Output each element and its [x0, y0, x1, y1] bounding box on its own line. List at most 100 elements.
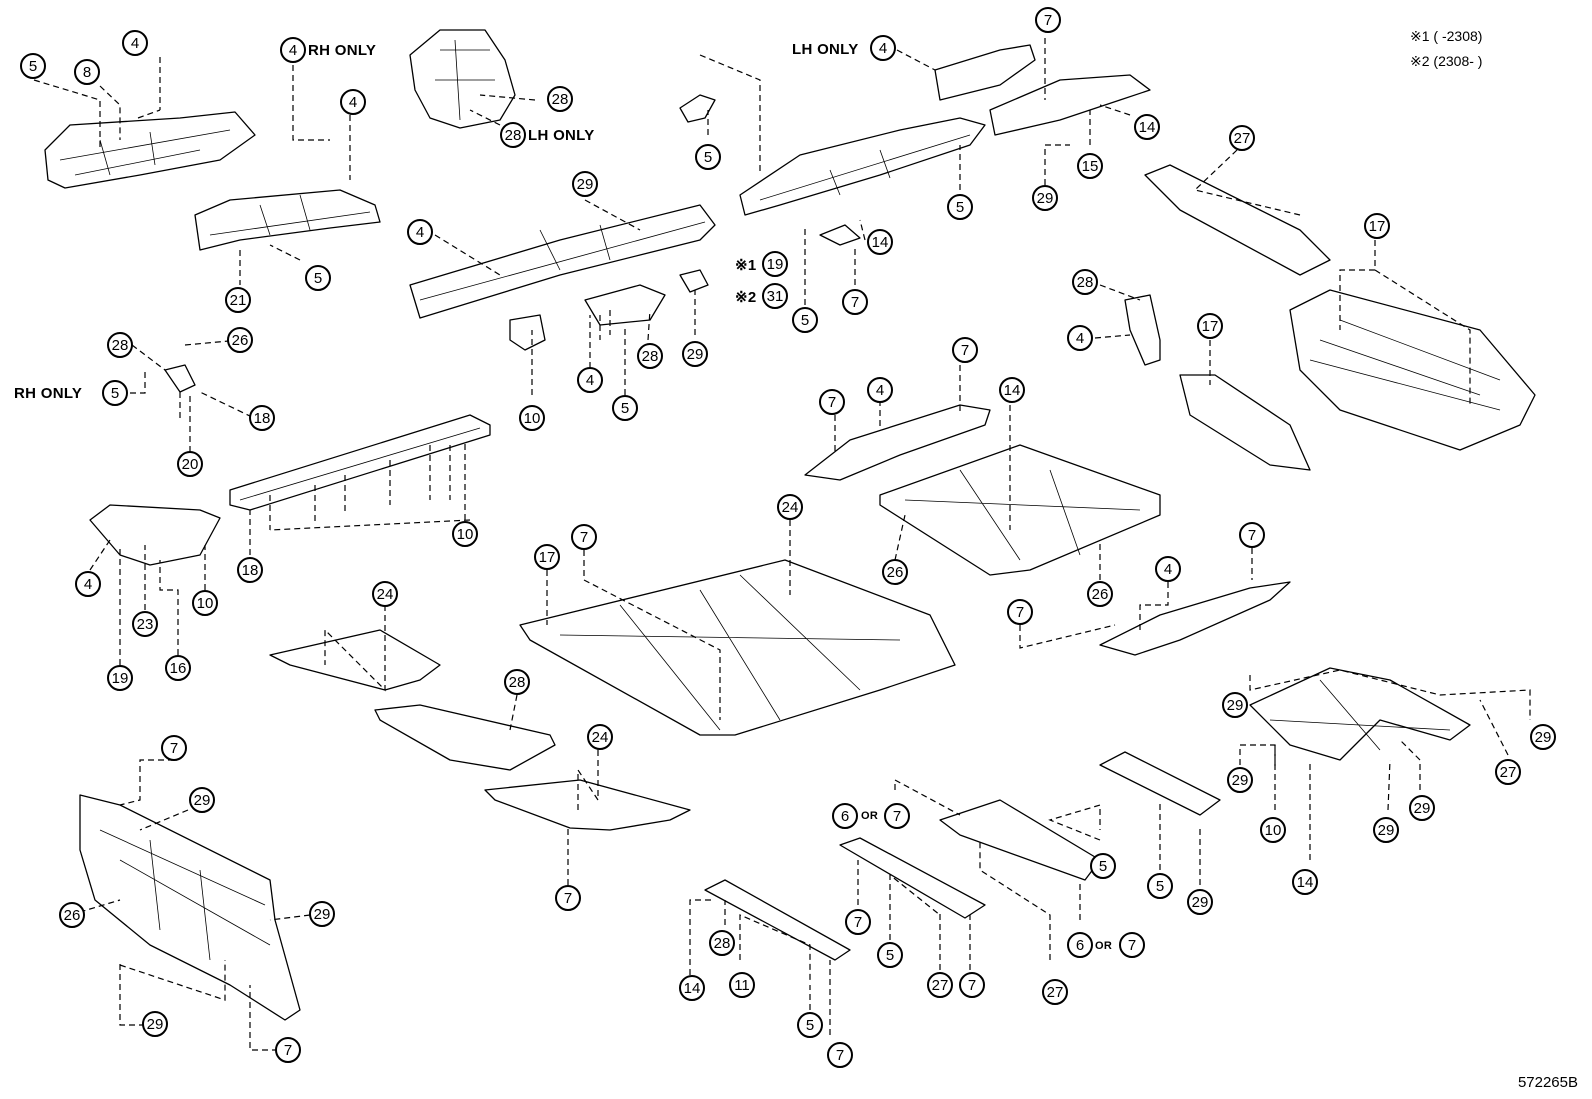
- callout-5[interactable]: 5: [612, 395, 638, 421]
- callout-19[interactable]: 19: [762, 251, 788, 277]
- footnote-text: (2308- ): [1433, 53, 1483, 69]
- callout-26[interactable]: 26: [227, 327, 253, 353]
- callout-5[interactable]: 5: [695, 144, 721, 170]
- callout-6[interactable]: 6: [832, 803, 858, 829]
- callout-10[interactable]: 10: [452, 521, 478, 547]
- callout-19[interactable]: 19: [107, 665, 133, 691]
- callout-4[interactable]: 4: [870, 35, 896, 61]
- callout-6[interactable]: 6: [1067, 932, 1093, 958]
- callout-5[interactable]: 5: [877, 942, 903, 968]
- callout-5[interactable]: 5: [1090, 853, 1116, 879]
- callout-23[interactable]: 23: [132, 611, 158, 637]
- callout-14[interactable]: 14: [1292, 869, 1318, 895]
- callout-26[interactable]: 26: [59, 902, 85, 928]
- callout-7[interactable]: 7: [161, 735, 187, 761]
- callout-4[interactable]: 4: [1155, 556, 1181, 582]
- callout-29[interactable]: 29: [1530, 724, 1556, 750]
- callout-10[interactable]: 10: [519, 405, 545, 431]
- callout-4[interactable]: 4: [122, 30, 148, 56]
- part-rear-frame: [1249, 667, 1471, 761]
- callout-20[interactable]: 20: [177, 451, 203, 477]
- callout-28[interactable]: 28: [709, 930, 735, 956]
- callout-7[interactable]: 7: [884, 803, 910, 829]
- callout-28[interactable]: 28: [547, 86, 573, 112]
- callout-7[interactable]: 7: [1007, 599, 1033, 625]
- callout-4[interactable]: 4: [1067, 325, 1093, 351]
- callout-29[interactable]: 29: [572, 171, 598, 197]
- callout-29[interactable]: 29: [1032, 185, 1058, 211]
- callout-11[interactable]: 11: [729, 972, 755, 998]
- callout-4[interactable]: 4: [407, 219, 433, 245]
- part-crossmember-c: [839, 837, 986, 919]
- callout-5[interactable]: 5: [305, 265, 331, 291]
- callout-7[interactable]: 7: [827, 1042, 853, 1068]
- callout-29[interactable]: 29: [1373, 817, 1399, 843]
- footnote-2: ※2 (2308- ): [1410, 53, 1482, 70]
- part-side-rail-front: [739, 117, 986, 216]
- callout-7[interactable]: 7: [571, 524, 597, 550]
- callout-21[interactable]: 21: [225, 287, 251, 313]
- callout-29[interactable]: 29: [682, 341, 708, 367]
- callout-24[interactable]: 24: [587, 724, 613, 750]
- callout-8[interactable]: 8: [74, 59, 100, 85]
- callout-5[interactable]: 5: [797, 1012, 823, 1038]
- callout-27[interactable]: 27: [1495, 759, 1521, 785]
- callout-28[interactable]: 28: [504, 669, 530, 695]
- callout-5[interactable]: 5: [1147, 873, 1173, 899]
- callout-29[interactable]: 29: [309, 901, 335, 927]
- callout-14[interactable]: 14: [1134, 114, 1160, 140]
- callout-4[interactable]: 4: [75, 571, 101, 597]
- part-bracket-small-4: [679, 269, 709, 293]
- callout-5[interactable]: 5: [792, 307, 818, 333]
- callout-16[interactable]: 16: [165, 655, 191, 681]
- callout-18[interactable]: 18: [249, 405, 275, 431]
- callout-5[interactable]: 5: [102, 380, 128, 406]
- callout-29[interactable]: 29: [1222, 692, 1248, 718]
- callout-28[interactable]: 28: [1072, 269, 1098, 295]
- callout-7[interactable]: 7: [555, 885, 581, 911]
- callout-29[interactable]: 29: [1409, 795, 1435, 821]
- callout-4[interactable]: 4: [577, 367, 603, 393]
- callout-7[interactable]: 7: [952, 337, 978, 363]
- callout-10[interactable]: 10: [1260, 817, 1286, 843]
- callout-26[interactable]: 26: [1087, 581, 1113, 607]
- callout-7[interactable]: 7: [1239, 522, 1265, 548]
- callout-26[interactable]: 26: [882, 559, 908, 585]
- callout-29[interactable]: 29: [142, 1011, 168, 1037]
- callout-4[interactable]: 4: [280, 37, 306, 63]
- callout-28[interactable]: 28: [500, 122, 526, 148]
- callout-17[interactable]: 17: [1197, 313, 1223, 339]
- callout-10[interactable]: 10: [192, 590, 218, 616]
- callout-27[interactable]: 27: [1042, 979, 1068, 1005]
- callout-7[interactable]: 7: [1119, 932, 1145, 958]
- callout-7[interactable]: 7: [275, 1037, 301, 1063]
- callout-7[interactable]: 7: [845, 909, 871, 935]
- callout-28[interactable]: 28: [637, 343, 663, 369]
- callout-29[interactable]: 29: [1187, 889, 1213, 915]
- callout-7[interactable]: 7: [842, 289, 868, 315]
- callout-4[interactable]: 4: [340, 89, 366, 115]
- callout-27[interactable]: 27: [927, 972, 953, 998]
- callout-14[interactable]: 14: [999, 377, 1025, 403]
- callout-7[interactable]: 7: [1035, 7, 1061, 33]
- callout-27[interactable]: 27: [1229, 125, 1255, 151]
- callout-15[interactable]: 15: [1077, 153, 1103, 179]
- callout-17[interactable]: 17: [1364, 213, 1390, 239]
- callout-24[interactable]: 24: [372, 581, 398, 607]
- callout-14[interactable]: 14: [679, 975, 705, 1001]
- callout-24[interactable]: 24: [777, 494, 803, 520]
- callout-29[interactable]: 29: [189, 787, 215, 813]
- callout-4[interactable]: 4: [867, 377, 893, 403]
- callout-31[interactable]: 31: [762, 283, 788, 309]
- callout-7[interactable]: 7: [819, 389, 845, 415]
- callout-29[interactable]: 29: [1227, 767, 1253, 793]
- callout-5[interactable]: 5: [20, 53, 46, 79]
- part-crossmember-a: [1099, 751, 1221, 816]
- callout-14[interactable]: 14: [867, 229, 893, 255]
- callout-18[interactable]: 18: [237, 557, 263, 583]
- callout-28[interactable]: 28: [107, 332, 133, 358]
- callout-5[interactable]: 5: [947, 194, 973, 220]
- callout-7[interactable]: 7: [959, 972, 985, 998]
- callout-17[interactable]: 17: [534, 544, 560, 570]
